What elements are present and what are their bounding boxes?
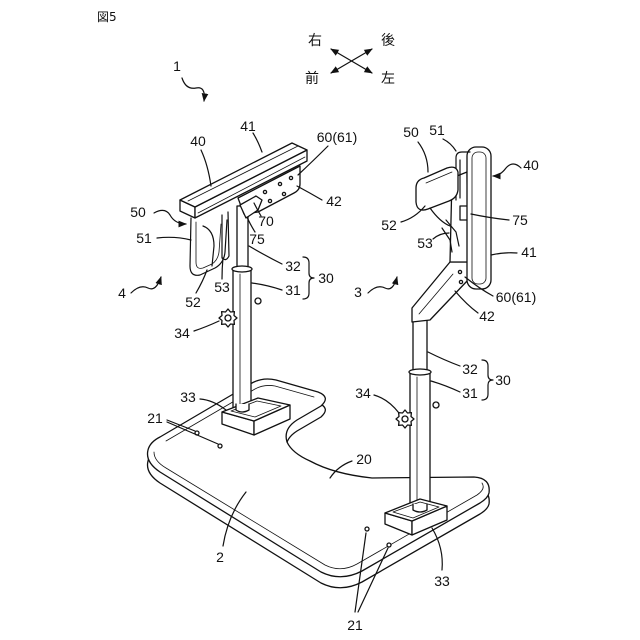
direction-label-left: 左 <box>381 71 395 87</box>
left-knob-hub <box>225 315 231 321</box>
right-inner-tube <box>413 316 427 371</box>
ref-label: 40 <box>523 157 539 173</box>
direction-label-back: 後 <box>381 33 395 49</box>
leader-right-armrest <box>493 164 521 176</box>
ref-label: 52 <box>185 294 201 310</box>
ref-label: 50 <box>130 204 146 220</box>
leader-left-grip <box>154 210 186 224</box>
ref-label: 31 <box>462 385 478 401</box>
right-armrest-pad <box>467 147 491 289</box>
leader-left-grip-joint <box>222 258 223 279</box>
leader-left-knob <box>194 321 219 331</box>
direction-label-front: 前 <box>305 70 319 87</box>
base-plate <box>148 379 490 588</box>
left-grip-strap <box>203 226 214 266</box>
leader-left-armrest-top <box>253 133 262 152</box>
ref-label: 31 <box>285 282 301 298</box>
left-sensor-dot <box>289 176 292 179</box>
ref-label: 42 <box>479 308 495 324</box>
left-sensor-dot <box>268 199 271 202</box>
leader-right-grip-frame <box>443 139 456 151</box>
ref-label: 32 <box>462 361 478 377</box>
ref-label: 34 <box>174 325 190 341</box>
ref-label: 21 <box>147 410 163 426</box>
figure-number: 図5 <box>97 10 117 24</box>
ref-label: 60(61) <box>496 289 536 305</box>
leader-right-armrest-top <box>491 253 517 255</box>
ref-label: 32 <box>285 258 301 274</box>
right-grip-strap <box>430 208 450 226</box>
left-tube-collar <box>232 266 252 272</box>
ref-label: 30 <box>495 372 511 388</box>
base-hole <box>218 444 222 448</box>
direction-label-right: 右 <box>308 33 322 49</box>
right-sensor-dot <box>459 280 462 283</box>
left-sensor-dot <box>278 182 281 185</box>
ref-label: 53 <box>417 235 433 251</box>
ref-label: 1 <box>173 58 181 74</box>
ref-label: 75 <box>512 212 528 228</box>
leader-right-bracket <box>455 291 478 313</box>
leader-left-armrest <box>201 150 211 186</box>
ref-label: 21 <box>347 617 363 633</box>
ref-label: 41 <box>240 118 256 134</box>
leader-right-grip <box>418 142 428 172</box>
ref-label: 53 <box>214 279 230 295</box>
ref-label: 3 <box>354 284 362 300</box>
ref-label: 51 <box>136 230 152 246</box>
ref-label: 42 <box>326 193 342 209</box>
leader-right-knob <box>374 395 399 413</box>
ref-label: 34 <box>355 385 371 401</box>
ref-label: 51 <box>429 122 445 138</box>
left-sensor-dot <box>263 190 266 193</box>
leader-left-bracket <box>297 186 322 200</box>
ref-label: 33 <box>180 389 196 405</box>
right-column-brace <box>482 360 493 400</box>
ref-label: 75 <box>249 231 265 247</box>
right-bolt <box>433 402 439 408</box>
right-outer-tube <box>410 373 430 510</box>
left-column-brace <box>303 257 314 299</box>
left-outer-tube <box>233 270 251 410</box>
ref-label: 40 <box>190 133 206 149</box>
ref-label: 70 <box>258 213 274 229</box>
right-column-socket <box>413 504 427 512</box>
leader-left-grip-strap <box>196 270 207 293</box>
leader-left-unit <box>131 277 161 293</box>
leader-left-grip-frame <box>157 237 191 240</box>
ref-label: 30 <box>318 270 334 286</box>
leader-overall <box>182 78 204 101</box>
right-knob-hub <box>402 416 408 422</box>
ref-label: 33 <box>434 573 450 589</box>
ref-label: 20 <box>356 451 372 467</box>
leader-right-outer-tube <box>431 381 460 392</box>
left-bolt <box>255 298 261 304</box>
base-hole <box>387 543 391 547</box>
direction-indicator <box>331 49 372 73</box>
ref-label: 41 <box>521 244 537 260</box>
right-tube-collar <box>409 369 431 375</box>
ref-label: 52 <box>381 217 397 233</box>
left-knob <box>219 309 237 327</box>
left-sensor-dot <box>282 192 285 195</box>
ref-label: 60(61) <box>317 129 357 145</box>
ref-label: 4 <box>118 285 126 301</box>
leader-right-inner-tube <box>428 352 460 366</box>
left-column-socket <box>236 404 249 412</box>
ref-label: 2 <box>216 549 224 565</box>
leader-left-outer-tube <box>252 283 282 290</box>
base-hole <box>365 527 369 531</box>
ref-label: 50 <box>403 124 419 140</box>
right-sensor-dot <box>458 270 461 273</box>
leader-right-unit <box>368 277 397 293</box>
leader-left-inner-tube <box>249 246 282 264</box>
